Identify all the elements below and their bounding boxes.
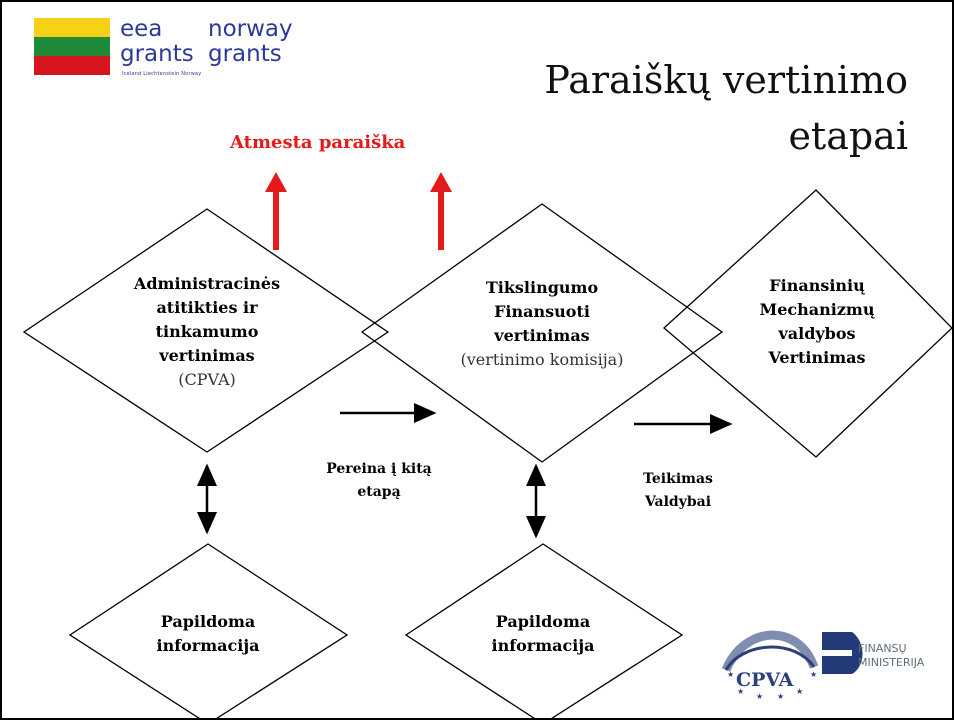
board-line-4: Vertinimas — [768, 348, 866, 367]
info2-line-2: informacija — [491, 636, 595, 655]
target-sub: (vertinimo komisija) — [460, 350, 624, 369]
move-next-line-2: etapą — [357, 484, 401, 500]
submit-board-label: Teikimas Valdybai — [630, 468, 726, 514]
svg-text:CPVA: CPVA — [736, 669, 794, 691]
info-1-text: Papildoma informacija — [130, 610, 286, 658]
finance-ministry-text: FINANSŲ MINISTERIJA — [858, 642, 924, 670]
title-line-1: Paraiškų vertinimo — [544, 58, 908, 102]
logo-eea-text: eea — [120, 16, 163, 42]
svg-text:★: ★ — [727, 670, 734, 679]
info-2-text: Papildoma informacija — [465, 610, 621, 658]
target-stage-diamond — [360, 203, 724, 463]
svg-text:★: ★ — [777, 692, 784, 701]
svg-text:★: ★ — [810, 670, 817, 679]
admin-stage-diamond — [22, 208, 390, 453]
submit-board-line-1: Teikimas — [643, 471, 713, 487]
board-stage-diamond — [663, 189, 952, 458]
board-line-1: Finansinių — [769, 276, 865, 295]
board-stage-text: Finansinių Mechanizmų valdybos Vertinima… — [732, 274, 902, 370]
admin-line-4: vertinimas — [159, 346, 255, 365]
info-diamond-1 — [68, 543, 349, 718]
reject-arrowhead-1 — [265, 172, 287, 192]
info1-line-1: Papildoma — [160, 612, 256, 631]
admin-line-3: tinkamumo — [155, 322, 259, 341]
lithuania-flag-icon — [34, 18, 110, 76]
submit-board-line-2: Valdybai — [644, 494, 712, 510]
info2-line-1: Papildoma — [495, 612, 591, 631]
fm-line-2: MINISTERIJA — [858, 656, 925, 669]
admin-line-1: Administracinės — [133, 274, 281, 293]
logo-grants-text-2: grants — [208, 41, 282, 67]
slide-title: Paraiškų vertinimo etapai — [488, 52, 908, 164]
logo-norway-text: norway — [208, 16, 293, 42]
svg-text:★: ★ — [756, 692, 763, 701]
fm-line-1: FINANSŲ — [858, 642, 907, 655]
target-line-2: Finansuoti — [494, 302, 590, 321]
board-line-3: valdybos — [778, 324, 856, 343]
title-line-2: etapai — [788, 114, 908, 158]
info-diamond-2 — [404, 543, 684, 718]
target-line-1: Tikslingumo — [485, 278, 599, 297]
board-line-2: Mechanizmų — [759, 300, 875, 319]
logo-subline: Iceland Liechtenstein Norway — [122, 71, 202, 77]
svg-text:★: ★ — [737, 687, 744, 696]
move-next-line-1: Pereina į kitą — [326, 461, 432, 477]
rejected-label: Atmesta paraiška — [230, 132, 406, 153]
info1-line-2: informacija — [156, 636, 260, 655]
reject-arrowhead-2 — [430, 172, 452, 192]
admin-sub: (CPVA) — [178, 370, 236, 389]
logo-grants-text: grants — [120, 41, 194, 67]
admin-stage-text: Administracinės atitikties ir tinkamumo … — [94, 272, 320, 392]
target-line-3: vertinimas — [494, 326, 590, 345]
move-next-label: Pereina į kitą etapą — [308, 458, 450, 504]
svg-text:★: ★ — [796, 687, 803, 696]
admin-line-2: atitikties ir — [156, 298, 258, 317]
cpva-logo-icon: CPVA ★ ★ ★ ★ ★ ★ — [721, 630, 819, 701]
target-stage-text: Tikslingumo Finansuoti vertinimas (verti… — [428, 276, 656, 372]
finance-ministry-logo-icon — [822, 632, 863, 674]
